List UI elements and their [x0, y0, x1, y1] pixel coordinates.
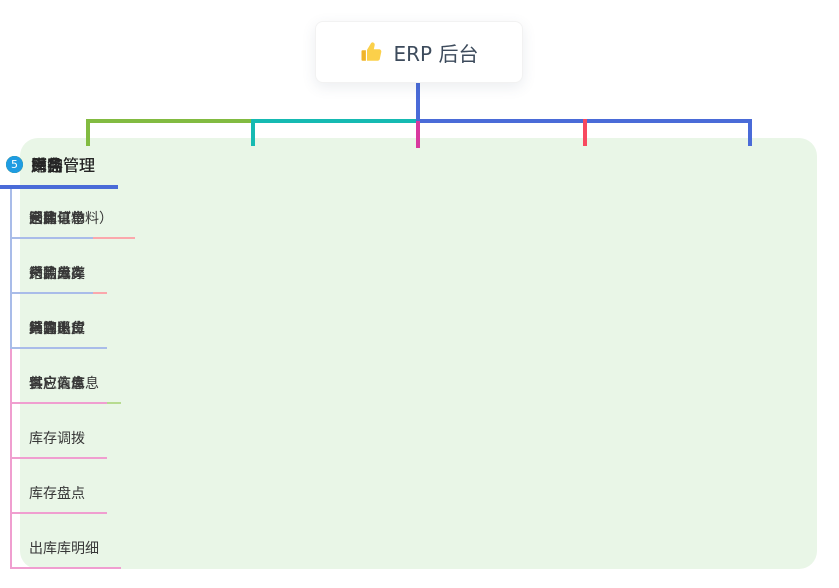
drop-line-purchase — [86, 119, 90, 146]
branch-number-badge: 5 — [6, 155, 23, 173]
child-item[interactable]: 出库库明细 — [12, 514, 121, 569]
root-title: ERP 后台 — [393, 41, 479, 66]
child-item[interactable]: 回款单 — [12, 189, 93, 239]
root-node[interactable]: ERP 后台 — [315, 21, 523, 83]
branch-label: 产品管理 — [31, 156, 96, 175]
branch-label: 库存管理 — [31, 156, 96, 175]
child-item[interactable]: 库存调拨 — [12, 404, 107, 459]
child-item[interactable]: 其它入库 — [12, 349, 107, 404]
child-item[interactable]: 结算账户 — [12, 294, 107, 349]
branch-header[interactable]: 5 财务管理 — [0, 146, 118, 189]
drop-line-product — [583, 119, 587, 146]
thumbs-up-icon — [360, 40, 384, 64]
branch-column-5: 5 财务管理 回款单付款单结算账户 — [0, 146, 160, 349]
drop-line-finance — [748, 119, 752, 146]
root-trunk-line — [416, 82, 420, 122]
branch-label: 采购管理 — [31, 156, 96, 175]
branches-background-panel — [20, 138, 817, 569]
drop-line-sales — [251, 119, 255, 146]
branch-label: 财务管理 — [31, 156, 96, 175]
child-item[interactable]: 付款单 — [12, 239, 93, 294]
bus-line-sales — [251, 119, 420, 123]
branch-children-list: 回款单付款单结算账户 — [10, 189, 107, 349]
child-item[interactable]: 库存盘点 — [12, 459, 107, 514]
drop-line-inventory — [416, 121, 420, 148]
branch-label: 销售管理 — [31, 156, 96, 175]
bus-line-purchase — [86, 119, 255, 123]
